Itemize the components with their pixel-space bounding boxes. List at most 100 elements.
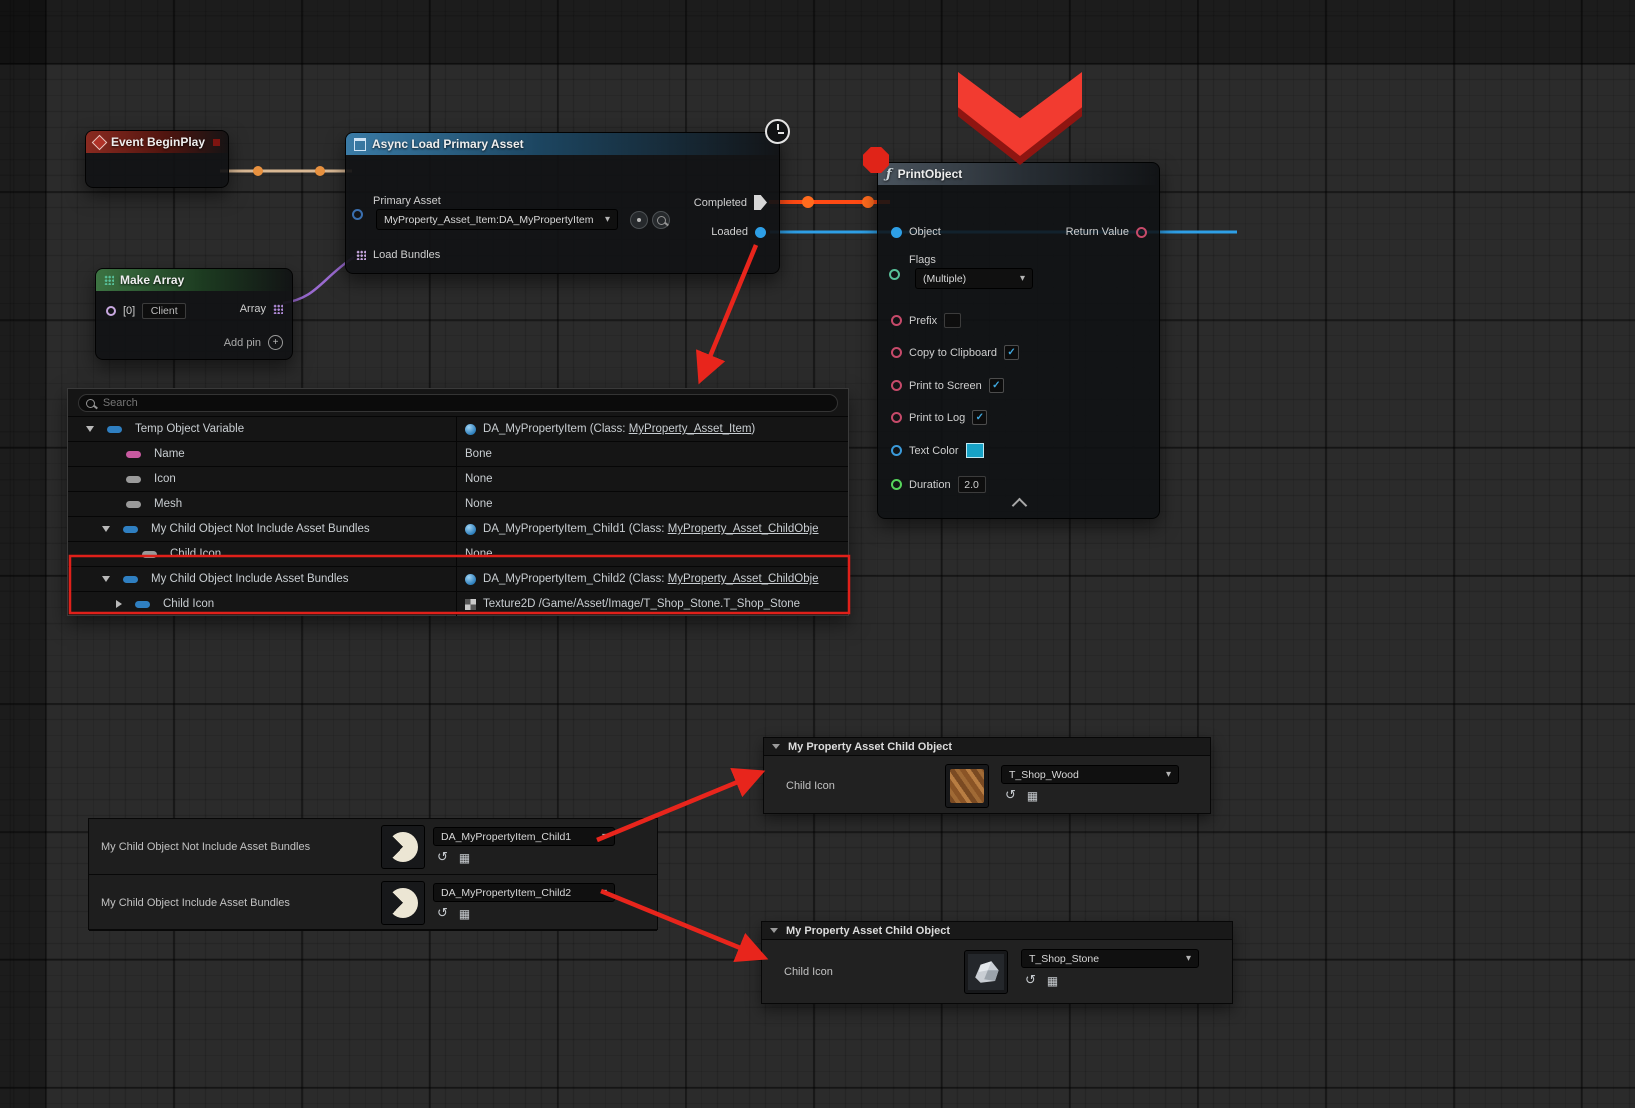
collapse-arrow-icon[interactable]: [772, 744, 780, 749]
loaded-pin-row: Loaded: [711, 226, 766, 238]
object-ref-icon: [465, 573, 476, 585]
loaded-object-pin[interactable]: [755, 226, 766, 238]
text-color-swatch[interactable]: [965, 443, 984, 458]
asset-thumbnail-dataasset[interactable]: [381, 825, 425, 869]
browse-asset-icon[interactable]: [652, 211, 670, 229]
collapse-arrow-icon[interactable]: [770, 928, 778, 933]
loaded-label: Loaded: [711, 226, 748, 238]
print-to-screen-checkbox[interactable]: ✓: [988, 378, 1004, 393]
node-print-object[interactable]: ƒ PrintObject Object Return Value Flags …: [877, 162, 1160, 519]
primary-asset-dropdown[interactable]: MyProperty_Asset_Item:DA_MyPropertyItem …: [376, 209, 618, 230]
load-bundles-array-pin[interactable]: [356, 250, 366, 260]
search-input[interactable]: [100, 396, 830, 410]
asset-thumbnail-wood[interactable]: [945, 764, 989, 808]
browse-to-asset-icon[interactable]: ▦: [458, 850, 471, 865]
duration-field[interactable]: 2.0: [957, 476, 986, 493]
watch-row-value: Texture2D /Game/Asset/Image/T_Shop_Stone…: [483, 598, 801, 610]
exec-wire-pulse: [862, 196, 874, 208]
panel-title: My Property Asset Child Object: [788, 740, 953, 753]
use-selected-asset-icon[interactable]: ↺: [437, 906, 448, 921]
copy-to-clipboard-pin[interactable]: [891, 347, 902, 358]
use-selected-asset-icon[interactable]: ↺: [1005, 788, 1016, 803]
element-value-field[interactable]: Client: [142, 303, 187, 319]
duration-pin[interactable]: [891, 479, 902, 490]
expander-down-icon[interactable]: [86, 426, 94, 432]
child-object-panel-wood: My Property Asset Child Object Child Ico…: [763, 737, 1211, 814]
asset-thumbnail-stone[interactable]: [964, 950, 1008, 994]
prefix-field[interactable]: [944, 313, 962, 328]
watch-row[interactable]: Child Icon Texture2D /Game/Asset/Image/T…: [68, 591, 848, 616]
annotation-chevron: [958, 72, 1082, 156]
watch-row-value: None: [465, 548, 493, 560]
panel-header[interactable]: My Property Asset Child Object: [763, 737, 1211, 756]
element-pin[interactable]: [106, 306, 116, 316]
node-make-array[interactable]: Make Array [0] Client Array Add pin +: [95, 268, 293, 360]
property-label: My Child Object Not Include Asset Bundle…: [101, 841, 311, 853]
texture-icon: [465, 598, 476, 610]
expander-right-icon[interactable]: [116, 600, 122, 608]
object-ref-icon: [465, 423, 476, 435]
chevron-down-icon: ▾: [1019, 273, 1025, 284]
browse-to-asset-icon[interactable]: ▦: [1026, 788, 1039, 803]
asset-dropdown-wood[interactable]: T_Shop_Wood ▾: [1001, 765, 1179, 784]
watch-row[interactable]: My Child Object Include Asset Bundles DA…: [68, 566, 848, 591]
node-event-beginplay[interactable]: Event BeginPlay: [85, 130, 229, 188]
object-type-pill-icon: [107, 425, 122, 433]
use-selected-asset-icon[interactable]: ↺: [1025, 973, 1036, 988]
print-to-screen-label: Print to Screen: [909, 379, 982, 392]
copy-to-clipboard-checkbox[interactable]: ✓: [1004, 345, 1020, 360]
collapse-chevron-icon[interactable]: [1011, 497, 1028, 514]
use-selected-asset-icon[interactable]: ↺: [437, 850, 448, 865]
duration-row: Duration 2.0: [891, 476, 986, 493]
chevron-down-icon: ▾: [604, 214, 610, 225]
browse-to-asset-icon[interactable]: ▦: [1046, 973, 1059, 988]
watch-row[interactable]: Name Bone: [68, 441, 848, 466]
breakpoint-icon[interactable]: [863, 147, 889, 173]
node-async-load-primary-asset[interactable]: Async Load Primary Asset Primary Asset M…: [345, 132, 780, 274]
property-label: My Child Object Include Asset Bundles: [101, 897, 290, 909]
panel-header[interactable]: My Property Asset Child Object: [761, 921, 1233, 940]
asset-dropdown-stone[interactable]: T_Shop_Stone ▾: [1021, 949, 1199, 968]
browse-to-asset-icon[interactable]: ▦: [458, 906, 471, 921]
watch-row[interactable]: My Child Object Not Include Asset Bundle…: [68, 516, 848, 541]
asset-thumbnail-dataasset[interactable]: [381, 881, 425, 925]
return-value-label: Return Value: [1065, 226, 1129, 238]
watch-row-value: None: [465, 498, 493, 510]
chevron-down-icon: ▾: [601, 887, 607, 898]
watch-row[interactable]: Temp Object Variable DA_MyPropertyItem (…: [68, 416, 848, 441]
print-to-log-checkbox[interactable]: ✓: [972, 410, 988, 425]
object-type-pill-icon: [123, 525, 138, 533]
soft-object-pill-icon: [126, 500, 141, 508]
asset-name: T_Shop_Stone: [1029, 952, 1100, 965]
soft-object-pill-icon: [126, 475, 141, 483]
flags-pin[interactable]: [889, 269, 900, 280]
asset-dropdown-child2[interactable]: DA_MyPropertyItem_Child2 ▾: [433, 883, 615, 902]
completed-label: Completed: [693, 196, 747, 209]
duration-label: Duration: [909, 478, 951, 491]
expander-down-icon[interactable]: [102, 576, 110, 582]
print-to-screen-pin[interactable]: [891, 380, 902, 391]
watch-row[interactable]: Mesh None: [68, 491, 848, 516]
prefix-pin[interactable]: [891, 315, 902, 326]
watch-row[interactable]: Child Icon None: [68, 541, 848, 566]
array-out-pin[interactable]: [273, 304, 283, 314]
object-pin[interactable]: [891, 226, 902, 238]
add-pin-row[interactable]: Add pin +: [224, 335, 283, 350]
completed-exec-pin[interactable]: [754, 195, 767, 210]
print-to-log-pin[interactable]: [891, 412, 902, 423]
object-pin-row: Object: [891, 226, 941, 238]
watch-row[interactable]: Icon None: [68, 466, 848, 491]
completed-pin-row: Completed: [694, 195, 767, 210]
add-pin-icon[interactable]: +: [268, 335, 283, 350]
expander-down-icon[interactable]: [102, 526, 110, 532]
asset-dropdown-child1[interactable]: DA_MyPropertyItem_Child1 ▾: [433, 827, 615, 846]
watch-row-label: Name: [154, 448, 185, 460]
watch-panel[interactable]: Temp Object Variable DA_MyPropertyItem (…: [67, 388, 849, 616]
primary-asset-pin[interactable]: [352, 209, 363, 220]
flags-dropdown[interactable]: (Multiple) ▾: [915, 268, 1033, 289]
search-bar[interactable]: [78, 394, 838, 412]
use-selected-asset-icon[interactable]: [630, 211, 648, 229]
text-color-pin[interactable]: [891, 445, 902, 456]
return-value-pin[interactable]: [1136, 226, 1147, 238]
